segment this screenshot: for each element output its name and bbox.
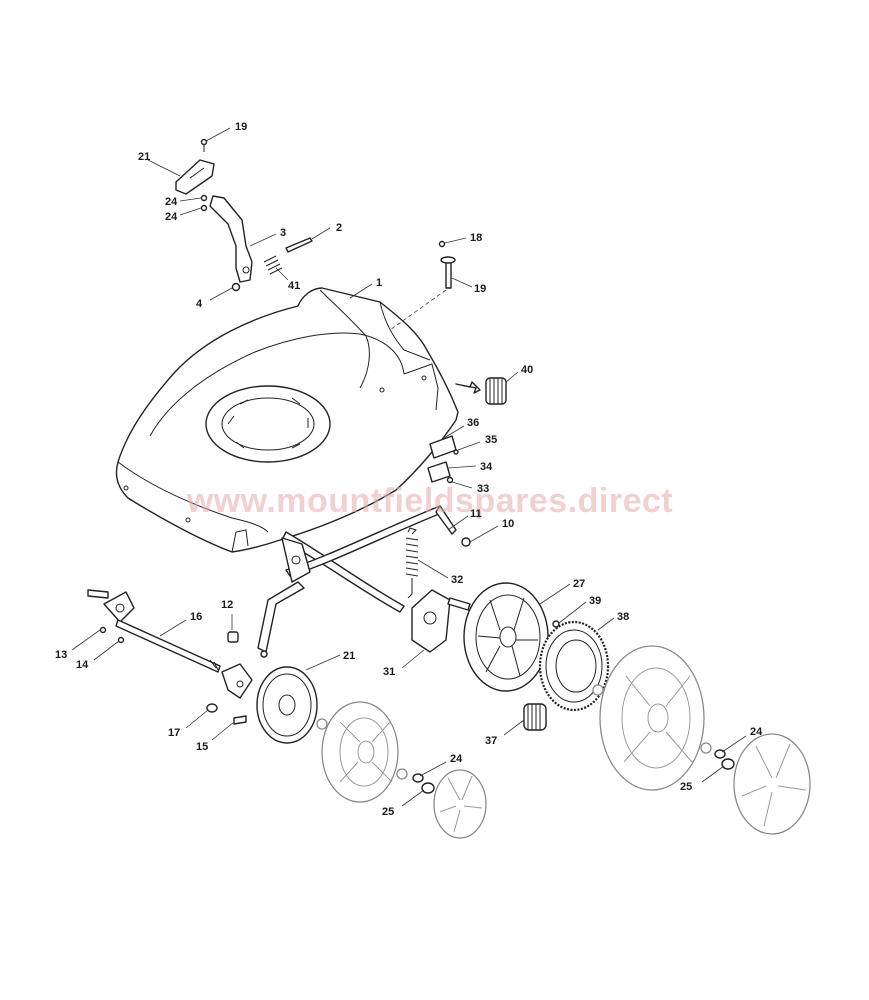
roller-40 (455, 377, 507, 405)
bracket-assembly (427, 435, 459, 484)
part-callouts: 19 21 24 24 2 3 41 4 1 18 19 40 36 35 34… (55, 121, 763, 818)
label-19: 19 (474, 283, 486, 295)
label-6: 21 (138, 151, 150, 163)
ring-gear (538, 620, 610, 712)
spring-32 (405, 527, 419, 599)
label-7: 24 (165, 196, 178, 208)
label-21: 21 (343, 650, 355, 662)
label-12: 12 (221, 599, 233, 611)
gearbox-bracket (411, 589, 471, 653)
label-18: 18 (470, 232, 482, 244)
label-31: 31 (383, 666, 395, 678)
label-10: 10 (502, 518, 514, 530)
label-11: 11 (470, 508, 482, 520)
label-13: 13 (55, 649, 67, 661)
label-5: 19 (235, 121, 247, 133)
label-39: 39 (589, 595, 601, 607)
label-40: 40 (521, 364, 533, 376)
label-38: 38 (617, 611, 629, 623)
label-17: 17 (168, 727, 180, 739)
label-24-rear: 24 (750, 726, 763, 738)
label-4: 4 (196, 298, 203, 310)
label-27: 27 (573, 578, 585, 590)
pinion-37 (523, 703, 547, 731)
label-33: 33 (477, 483, 489, 495)
height-adjust-lever (175, 138, 313, 292)
rear-drive-disc (463, 582, 560, 692)
label-25-front: 25 (382, 806, 394, 818)
label-41: 41 (288, 280, 300, 292)
label-3: 3 (280, 227, 286, 239)
watermark-text: www.mountfieldspares.direct (186, 482, 673, 520)
rear-wheel (592, 645, 712, 791)
label-24-front: 24 (450, 753, 463, 765)
label-25-rear: 25 (680, 781, 692, 793)
rear-hubcap (714, 733, 811, 835)
rear-pin (389, 240, 456, 331)
label-1: 1 (376, 277, 382, 289)
label-34: 34 (480, 461, 493, 473)
label-37: 37 (485, 735, 497, 747)
label-14: 14 (76, 659, 89, 671)
front-hubcap (412, 769, 487, 839)
front-gear-disc (256, 666, 318, 744)
mower-deck (115, 287, 459, 553)
front-wheel (316, 701, 408, 803)
handle-frame (257, 505, 471, 658)
label-15: 15 (196, 741, 208, 753)
label-8: 24 (165, 211, 178, 223)
label-2: 2 (336, 222, 342, 234)
front-axle (87, 589, 253, 725)
label-36: 36 (467, 417, 479, 429)
label-35: 35 (485, 434, 497, 446)
label-32: 32 (451, 574, 463, 586)
label-16: 16 (190, 611, 202, 623)
